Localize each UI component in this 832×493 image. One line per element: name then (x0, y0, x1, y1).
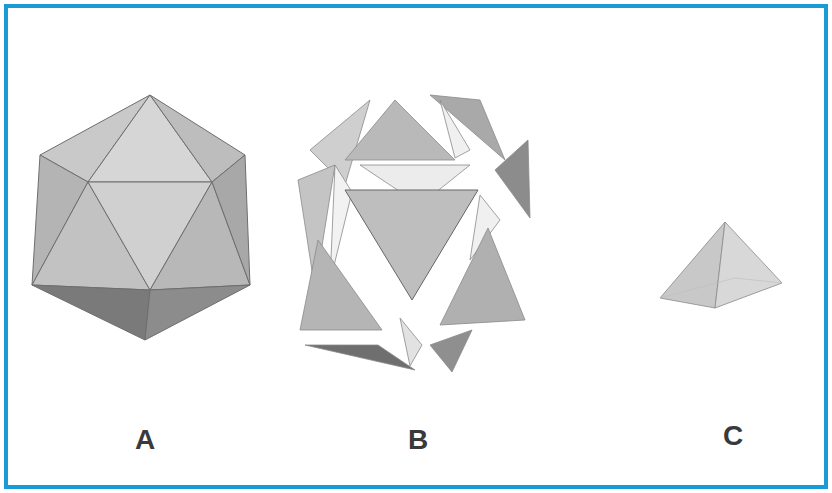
face-piece (430, 330, 472, 372)
hidden-edge (660, 278, 735, 298)
face (212, 155, 250, 285)
face-piece (345, 100, 455, 160)
figure-letter: A (135, 425, 155, 456)
figure-letter: B (408, 425, 428, 456)
face (145, 285, 250, 340)
face-piece (430, 95, 505, 160)
face-piece (440, 228, 525, 325)
face-piece (400, 318, 422, 366)
figure-letter: C (723, 421, 743, 452)
face-piece (305, 345, 415, 370)
face-piece (345, 190, 478, 300)
face-piece (440, 100, 470, 158)
face (715, 222, 782, 308)
face-piece (495, 140, 530, 218)
exploded-icosahedron (298, 95, 530, 372)
pyramid (660, 222, 782, 308)
frame-border (6, 6, 826, 487)
icosahedron (32, 95, 250, 340)
face-piece (300, 240, 382, 330)
hidden-edge (735, 278, 782, 283)
face (32, 285, 150, 340)
